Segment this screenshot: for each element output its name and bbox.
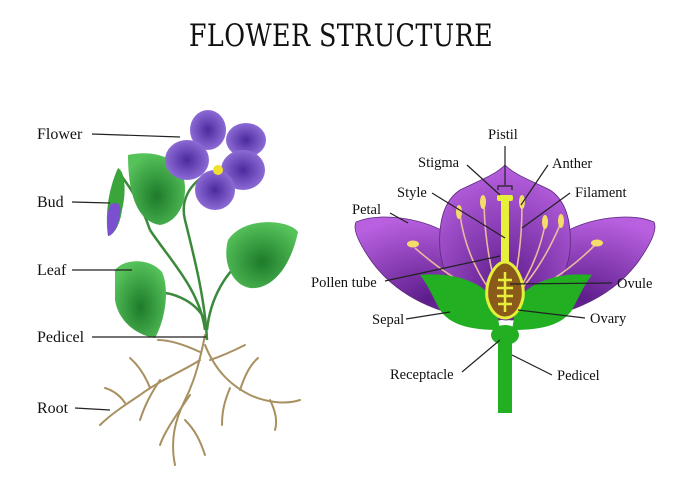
label-ovule: Ovule [617, 276, 652, 292]
pedicel-stem [498, 335, 512, 413]
label-flower: Flower [37, 126, 83, 143]
right-leaf [226, 222, 298, 289]
label-bud: Bud [37, 194, 64, 211]
label-receptacle: Receptacle [390, 367, 454, 383]
plant-illustration [99, 110, 301, 466]
flower-leader-line [91, 133, 181, 138]
label-anther: Anther [552, 156, 592, 172]
flower-leader-lines [384, 146, 613, 376]
right-sepal [512, 274, 592, 330]
root-system [99, 334, 301, 466]
style [501, 198, 509, 268]
bud-leader-line [71, 201, 111, 204]
root-leader-line [74, 407, 111, 411]
label-pedicel-right: Pedicel [557, 368, 600, 384]
ovules [497, 272, 513, 312]
label-ovary: Ovary [590, 311, 627, 327]
lower-leaf [115, 261, 166, 338]
diagram-title: FLOWER STRUCTURE [188, 18, 494, 54]
label-pedicel: Pedicel [37, 329, 85, 346]
label-leaf: Leaf [37, 262, 67, 279]
anthers [407, 195, 603, 248]
stems [117, 171, 251, 341]
receptacle [491, 325, 519, 345]
stigma [497, 195, 513, 201]
label-root: Root [37, 400, 69, 417]
label-pistil: Pistil [488, 127, 518, 143]
label-petal: Petal [352, 202, 381, 218]
label-style: Style [397, 185, 427, 201]
label-sepal: Sepal [372, 312, 404, 328]
violet-flower [165, 110, 266, 210]
label-filament: Filament [575, 185, 627, 201]
label-pollen-tube: Pollen tube [311, 275, 377, 291]
left-sepal [420, 274, 500, 330]
flower-cross-section [354, 164, 656, 413]
label-stigma: Stigma [418, 155, 460, 171]
